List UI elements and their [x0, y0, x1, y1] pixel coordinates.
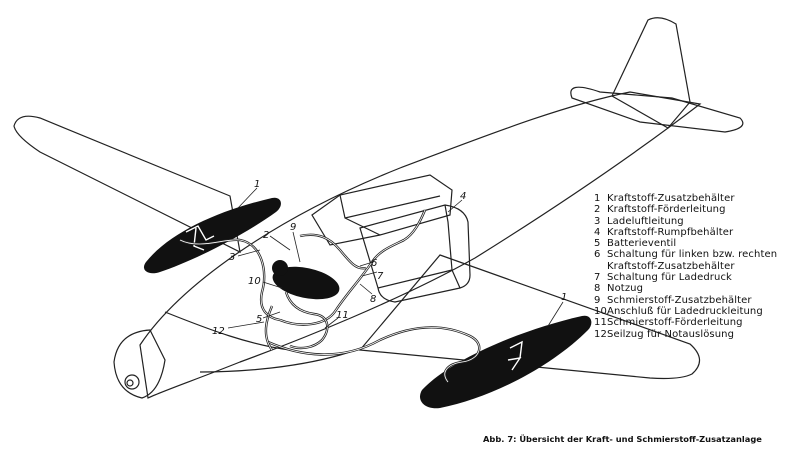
legend-number: 3 [594, 215, 601, 227]
fuselage-tank-detail-2 [377, 269, 453, 289]
leader-3 [237, 249, 261, 257]
legend-text: Schmierstoff-Zusatzbehälter [607, 294, 752, 306]
legend-item: 9 Schmierstoff-Zusatzbehälter [594, 295, 794, 306]
legend-number: 9 [594, 294, 601, 306]
right-wing-outline [358, 254, 701, 380]
legend-item: 8 Notzug [594, 283, 794, 294]
cowling-line-lower [199, 351, 351, 373]
callout-12: 12 [212, 326, 225, 337]
leader-6 [359, 261, 374, 267]
callout-5: 5 [256, 314, 262, 325]
legend-text: Schaltung für Ladedruck [607, 272, 732, 284]
leader-8 [359, 283, 373, 295]
drop-tank-left [143, 197, 281, 274]
spinner-outline [113, 329, 166, 399]
leader-10 [262, 281, 283, 289]
legend-item: 2 Kraftstoff-Förderleitung [594, 204, 794, 215]
drop-tank-right [420, 315, 592, 409]
canopy-outline [311, 174, 453, 246]
release-cable-12-in [265, 305, 273, 351]
legend-text: Kraftstoff-Zusatzbehälter [607, 193, 735, 204]
legend-item: 3 Ladeluftleitung [594, 216, 794, 227]
legend-text: Ladeluftleitung [607, 215, 684, 227]
legend-item: 4 Kraftstoff-Rumpfbehälter [594, 227, 794, 238]
leader-12 [227, 321, 265, 329]
callout-10: 10 [248, 276, 261, 287]
callout-1-right: 1 [561, 292, 567, 303]
legend-number: 7 [594, 272, 601, 284]
fuel-line-left-in [179, 239, 281, 321]
legend-number: 10 [594, 305, 607, 317]
leader-1-left [237, 187, 258, 209]
leader-11 [324, 317, 339, 329]
legend-number: 11 [594, 317, 607, 329]
drop-tank-right-fitting [507, 340, 523, 371]
callout-4: 4 [460, 191, 466, 202]
cowling-line [164, 311, 291, 351]
legend-text-continuation: Kraftstoff-Zusatzbehälter [607, 260, 735, 272]
legend-text: Kraftstoff-Förderleitung [607, 204, 726, 216]
oil-tank-9-end [272, 260, 288, 276]
legend-number: 6 [594, 249, 601, 261]
fuel-line-right-in [267, 326, 480, 383]
callout-8: 8 [370, 294, 376, 305]
legend-text: Schaltung für linken bzw. rechten [607, 249, 778, 261]
horizontal-stabilizer-outline [570, 86, 744, 133]
fuselage-outline [139, 91, 702, 399]
oil-line [284, 291, 329, 350]
canopy-frame-2 [344, 195, 441, 219]
leader-9 [292, 231, 301, 263]
legend-item: 7 Schaltung für Ladedruck [594, 272, 794, 283]
legend-item: 1 Kraftstoff-Zusatzbehälter [594, 193, 794, 204]
leader-5 [262, 311, 281, 319]
charge-air-line-in [299, 234, 367, 269]
callout-2: 2 [263, 230, 269, 241]
callout-3: 3 [229, 252, 235, 263]
legend-number: 1 [594, 193, 601, 204]
callout-9: 9 [290, 222, 296, 233]
left-wing-outline [13, 115, 241, 254]
legend-text: Schmierstoff-Förderleitung [607, 317, 743, 329]
spinner-hub-inner [126, 379, 134, 387]
callout-7: 7 [377, 271, 384, 282]
spinner-hub [124, 374, 140, 390]
legend-text: Kraftstoff-Rumpfbehälter [607, 226, 734, 238]
fuselage-tank-detail [444, 204, 461, 289]
figure-caption: Abb. 7: Übersicht der Kraft- und Schmier… [483, 434, 762, 444]
legend-text: Seilzug für Notauslösung [607, 328, 735, 340]
drop-tank-left-fitting [185, 225, 215, 251]
callout-1-left: 1 [254, 179, 260, 190]
leader-1-right [547, 301, 564, 327]
legend-item: 5 Batterieventil [594, 238, 794, 249]
callout-6: 6 [371, 258, 377, 269]
legend-number: 8 [594, 283, 601, 295]
legend-text: Notzug [607, 283, 644, 295]
legend-number: 5 [594, 238, 601, 250]
fuselage-tank-4 [359, 204, 471, 303]
callout-11: 11 [336, 310, 349, 321]
legend-text: Batterieventil [607, 238, 677, 250]
legend-number: 2 [594, 204, 601, 216]
legend-number: 12 [594, 328, 607, 340]
legend-text: Anschluß für Ladedruckleitung [607, 305, 763, 317]
legend-item: 6 Schaltung für linken bzw. rechten [594, 249, 794, 260]
legend-number: 4 [594, 226, 601, 238]
vertical-fin-outline [611, 17, 691, 129]
oil-line-in [285, 291, 328, 349]
oil-tank-9 [272, 266, 340, 300]
leader-4 [447, 199, 463, 213]
leader-7 [361, 271, 378, 277]
leader-2 [269, 235, 291, 251]
